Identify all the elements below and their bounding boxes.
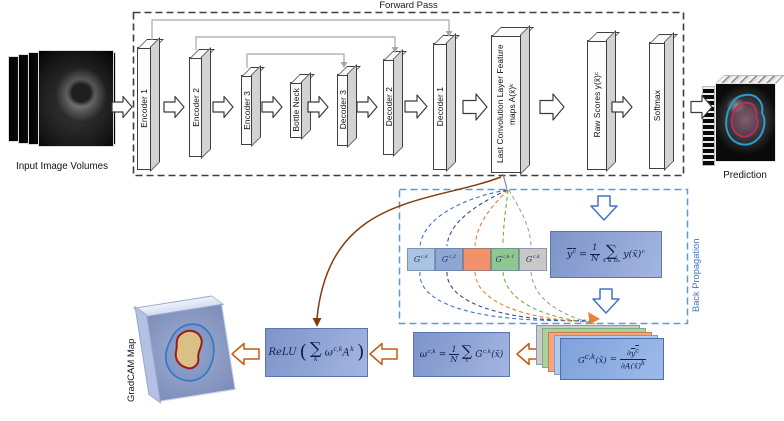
block-last-conv-feature-maps: Last Convolution Layer Feature maps A(x̄…: [491, 35, 522, 173]
block-decoder-1: Decoder 1: [433, 43, 448, 170]
arrow-dec1-lastconv: [462, 93, 488, 121]
arrow-relu-to-gradcam: [231, 342, 260, 366]
feature-map-fan: [419, 173, 600, 325]
block-decoder-2: Decoder 2: [383, 59, 395, 155]
arrow-dec2-dec1: [404, 94, 428, 119]
flow-arrows: [111, 93, 713, 121]
block-encoder-1: Encoder 1: [137, 47, 152, 170]
backprop-blue-arrows: [590, 195, 620, 314]
gradcam-orange-arrows: [231, 342, 545, 366]
input-image-volumes: [8, 50, 116, 148]
block-softmax: Softmax: [649, 42, 666, 169]
gradients-formula-card: Gc,k(x̄) = ∂yc ∂A(x̄)k: [560, 338, 664, 380]
skip-connections: [151, 19, 453, 68]
mri-slice-front: [38, 50, 114, 147]
gradient-maps-bar: Gc,k Gc,2 Gc,k-1 Gc,k: [407, 248, 547, 271]
relu-formula-box: ReLU ( ∑k ωc,kAk ): [265, 328, 368, 377]
fan-arrowhead: [588, 312, 600, 324]
block-bottle-neck: Bottle Neck: [290, 82, 303, 138]
gradient-bar-segment: Gc,k: [519, 248, 547, 271]
arrow-enc3-bottleneck: [261, 95, 283, 119]
arrow-input-to-network: [111, 95, 133, 119]
arrow-bottleneck-dec3: [307, 95, 329, 119]
gradient-bar-segment: Gc,2: [435, 248, 463, 271]
gradient-bar-segment: Gc,k: [407, 248, 435, 271]
arrow-enc2-enc3: [212, 95, 234, 119]
block-encoder-2: Encoder 2: [189, 57, 203, 157]
gradcam-backprop-path: [312, 176, 502, 327]
arrow-lastconv-rawscores: [539, 93, 565, 121]
input-label: Input Image Volumes: [15, 161, 109, 172]
gradient-bar-segment: Gc,k-1: [491, 248, 519, 271]
forward-pass-box: [132, 11, 685, 177]
arrow-rawscores-softmax: [611, 95, 633, 119]
prediction-label: Prediction: [723, 170, 767, 181]
arrow-enc1-enc2: [163, 95, 185, 119]
brown-arrowhead: [312, 318, 322, 327]
arrow-down-to-gradient-cards: [592, 288, 620, 314]
segmentation-contours: [725, 93, 766, 146]
prediction-mri-front: [715, 83, 776, 162]
arrow-softmax-prediction: [690, 94, 713, 120]
block-encoder-3: Encoder 3: [241, 75, 253, 145]
block-decoder-3: Decoder 3: [337, 74, 349, 146]
arrow-weights-to-relu: [369, 342, 398, 366]
forward-pass-title: Forward Pass: [379, 0, 438, 11]
gradient-cards-stack: Gc,k(x̄) = ∂yc ∂A(x̄)k: [536, 325, 666, 383]
gradcam-heatmap-front: [145, 302, 236, 403]
gradient-bar-segment: [463, 248, 491, 271]
block-raw-scores: Raw Scores y(x̄)ᶜ: [587, 40, 608, 170]
gradcam-blob: [164, 323, 215, 382]
arrow-dec3-dec2: [356, 95, 378, 119]
mean-score-lhs: yc: [566, 248, 577, 260]
arrow-down-to-mean-formula: [590, 195, 618, 221]
gradcam-volume: [131, 290, 242, 410]
back-propagation-box: [398, 188, 689, 325]
